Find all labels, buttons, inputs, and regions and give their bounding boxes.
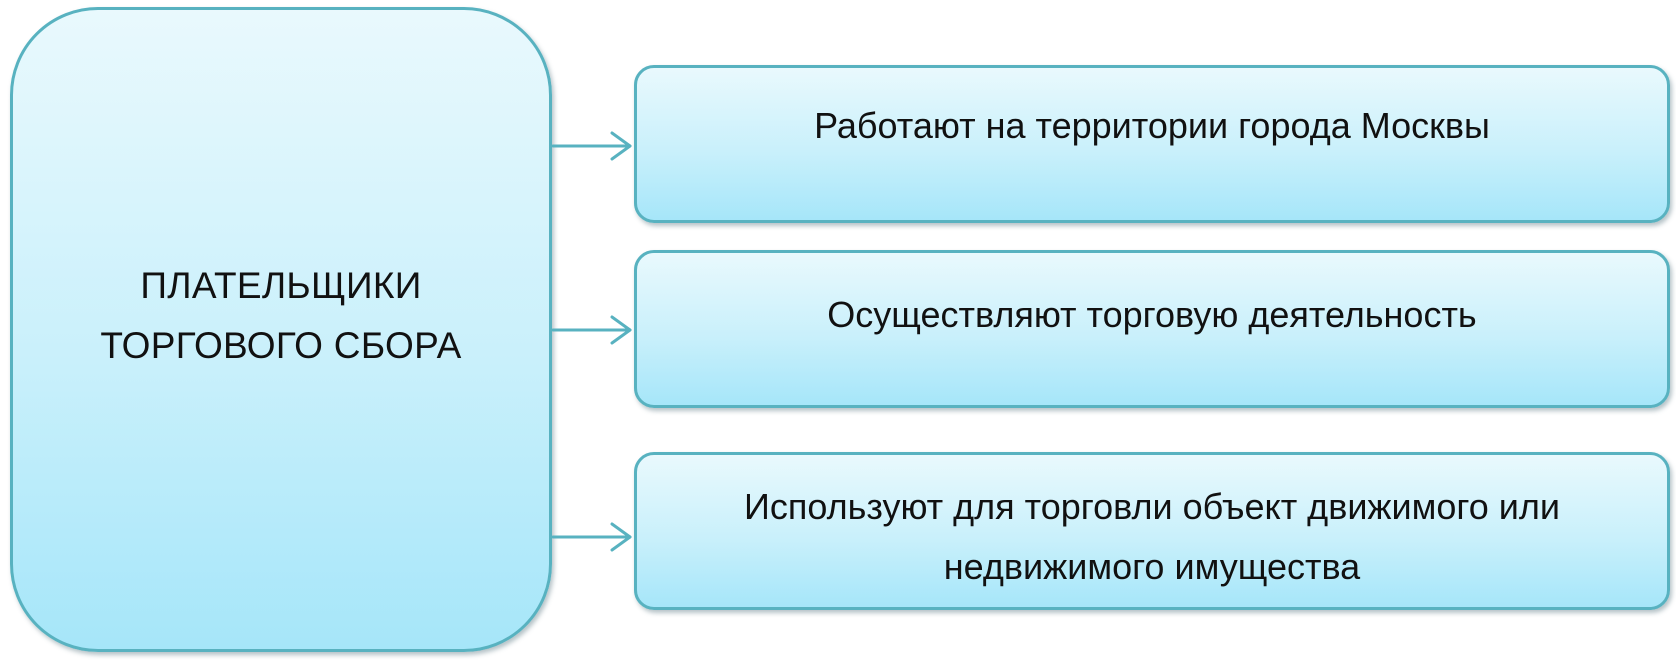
arrow-1-head bbox=[610, 131, 632, 161]
item-node-label: Осуществляют торговую деятельность bbox=[827, 294, 1477, 335]
item-node-property-object: Используют для торговли объект движимого… bbox=[634, 452, 1670, 610]
item-node-trading-activity: Осуществляют торговую деятельность bbox=[634, 250, 1670, 408]
item-node-label: Работают на территории города Москвы bbox=[814, 105, 1490, 146]
item-node-moscow-territory: Работают на территории города Москвы bbox=[634, 65, 1670, 223]
item-node-label: Используют для торговли объект движимого… bbox=[744, 486, 1560, 587]
main-node-label: ПЛАТЕЛЬЩИКИ ТОРГОВОГО СБОРА bbox=[100, 264, 462, 366]
main-node-payers: ПЛАТЕЛЬЩИКИ ТОРГОВОГО СБОРА bbox=[10, 7, 552, 652]
arrow-3-head bbox=[610, 522, 632, 552]
arrow-2-head bbox=[610, 315, 632, 345]
